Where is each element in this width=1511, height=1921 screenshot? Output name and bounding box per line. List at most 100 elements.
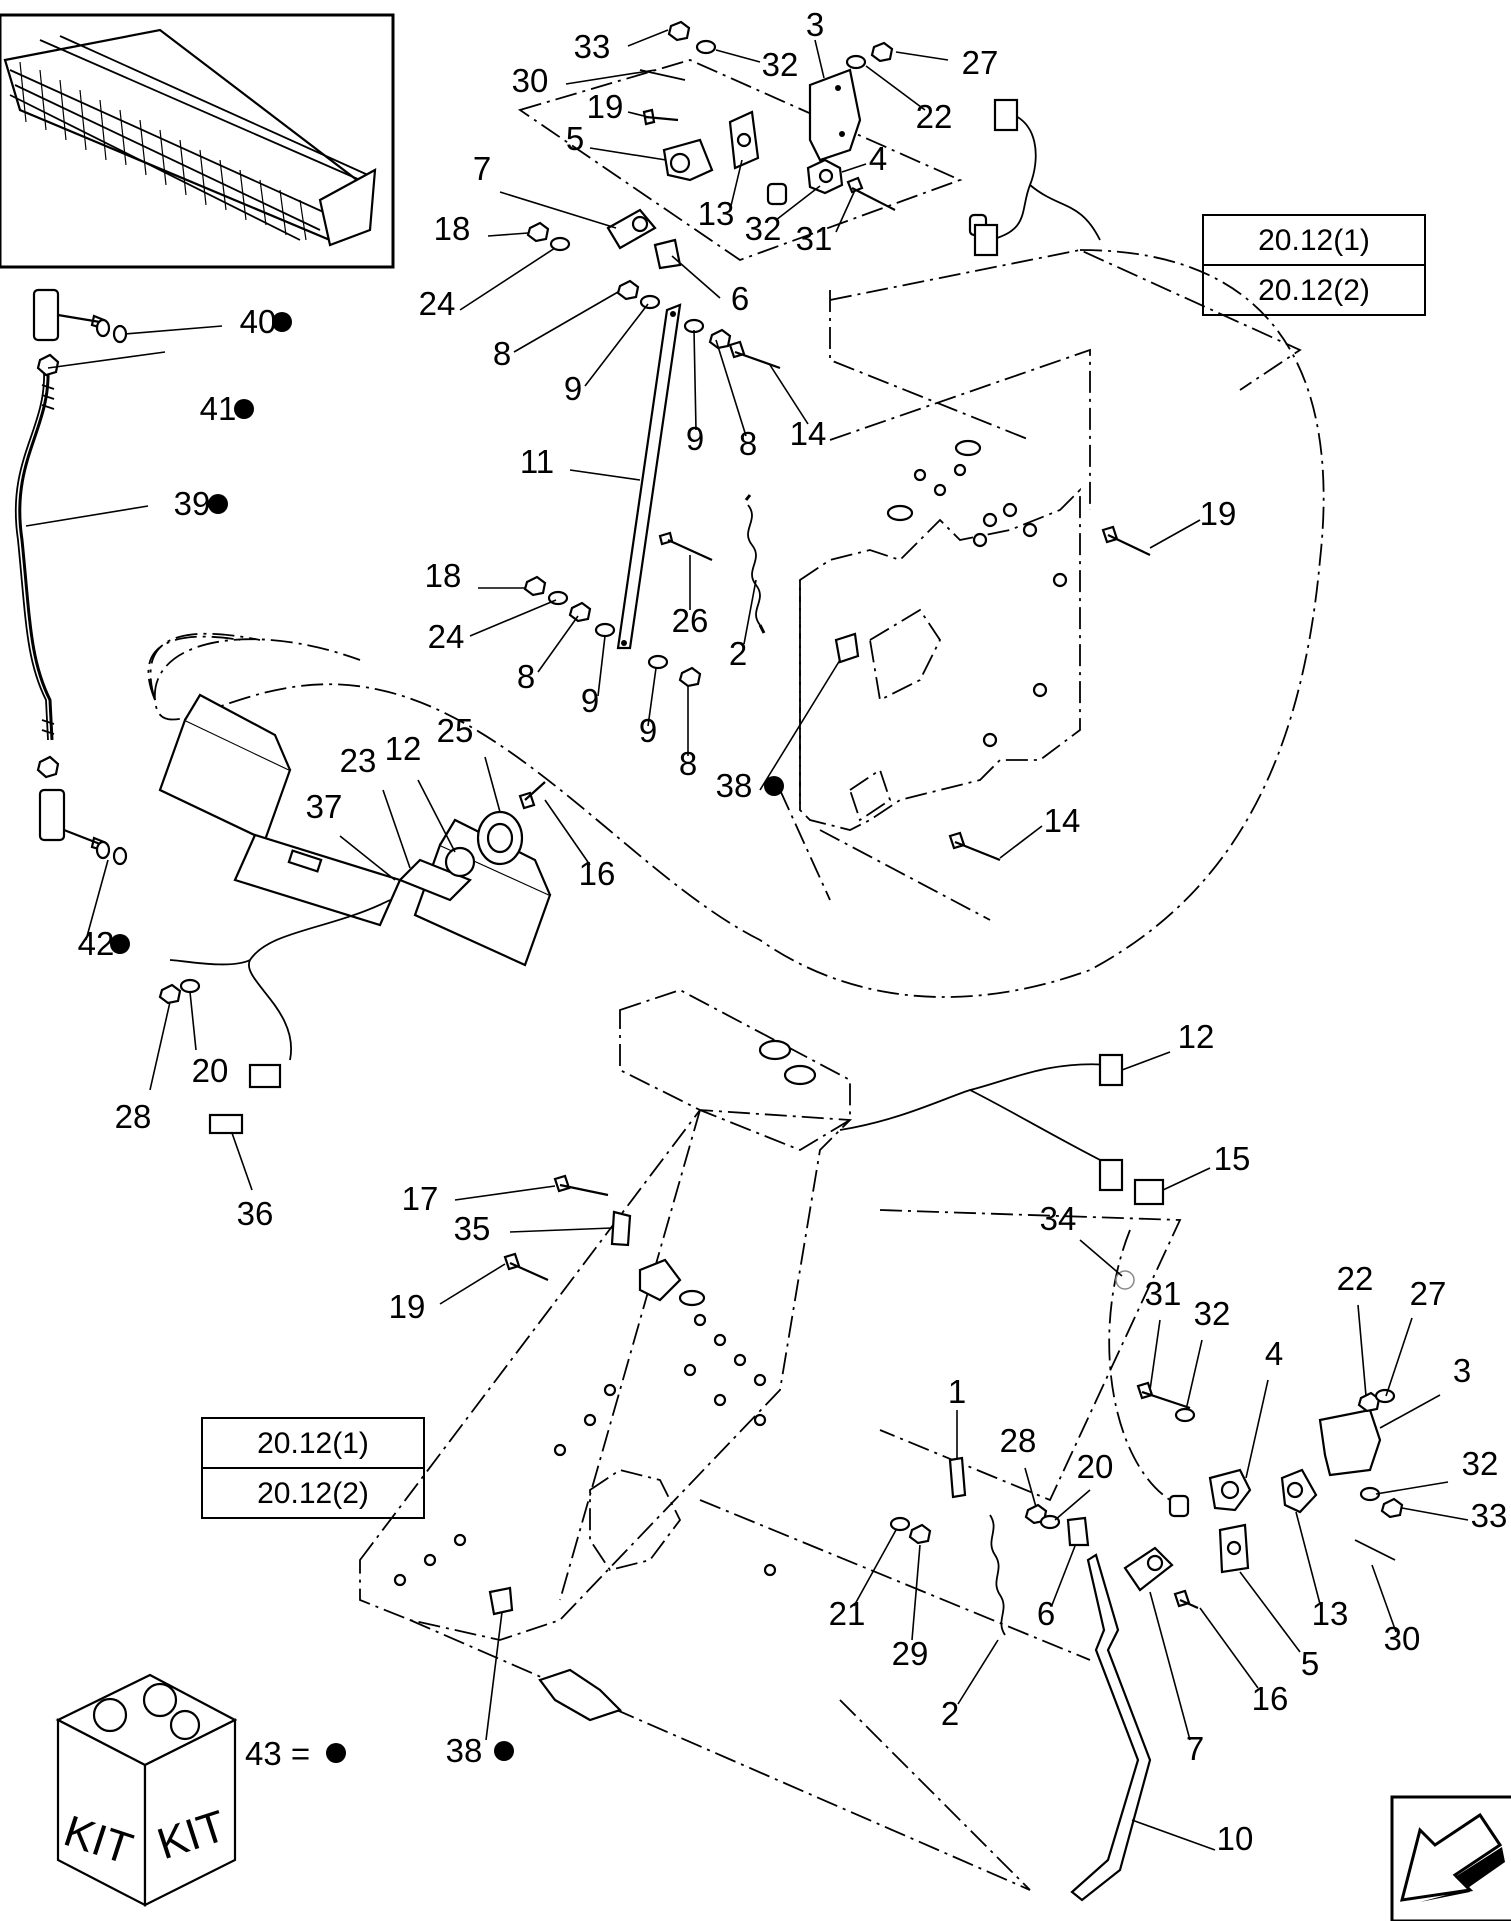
part-callout[interactable]: 9 [564,370,582,407]
part-callout[interactable]: 15 [1214,1140,1251,1177]
leader-line [149,1001,171,1091]
leader-line [775,185,821,221]
part-callout[interactable]: 19 [587,88,624,125]
part-callout[interactable]: 10 [1217,1820,1254,1857]
leader-line [231,1132,253,1191]
part-callout[interactable]: 42 [78,925,115,962]
part-callout[interactable]: 40 [240,303,277,340]
part-callout[interactable]: 22 [916,98,953,135]
leader-line [1199,1607,1259,1689]
leader-line [499,191,617,229]
part-callout[interactable]: 3 [806,6,824,43]
part-callout[interactable]: 28 [1000,1422,1037,1459]
leader-lines [25,29,1469,1851]
part-callout[interactable]: 19 [389,1288,426,1325]
part-callout[interactable]: 21 [829,1595,866,1632]
part-callout[interactable]: 24 [419,285,456,322]
part-callout[interactable]: 9 [581,682,599,719]
leader-line [759,659,841,791]
part-callout[interactable]: 1 [948,1373,966,1410]
part-callout[interactable]: 26 [672,602,709,639]
part-callout[interactable]: 16 [579,855,616,892]
part-callout[interactable]: 8 [679,745,697,782]
part-callout[interactable]: 34 [1040,1200,1077,1237]
part-callout[interactable]: 32 [1194,1295,1231,1332]
leader-line [627,29,669,47]
part-callout[interactable]: 29 [892,1635,929,1672]
part-callout[interactable]: 32 [1462,1445,1499,1482]
part-callout[interactable]: 6 [731,280,749,317]
part-callout[interactable]: 31 [796,220,833,257]
part-callout[interactable]: 22 [1337,1260,1374,1297]
leader-line [715,49,761,63]
part-callout[interactable]: 38 [446,1732,483,1769]
reference-box-top[interactable]: 20.12(1) 20.12(2) [1202,214,1426,316]
part-callout[interactable]: 13 [1312,1595,1349,1632]
part-callout[interactable]: 39 [174,485,211,522]
part-callout[interactable]: 18 [425,557,462,594]
reference-box-bottom[interactable]: 20.12(1) 20.12(2) [201,1417,425,1519]
part-callout[interactable]: 8 [517,658,535,695]
part-callout[interactable]: 18 [434,210,471,247]
part-callout[interactable]: 5 [566,120,584,157]
ref-bottom-line2: 20.12(2) [257,1477,369,1510]
part-callout[interactable]: 17 [402,1180,439,1217]
navigation-arrow[interactable] [1390,1795,1511,1921]
ref-top-line1: 20.12(1) [1258,224,1370,257]
leader-line [569,469,641,481]
part-callout[interactable]: 33 [1471,1497,1508,1534]
part-callout[interactable]: 4 [869,140,887,177]
part-callout[interactable]: 33 [574,28,611,65]
part-callout[interactable]: 41 [200,390,237,427]
part-callout[interactable]: 9 [686,420,704,457]
part-callout[interactable]: 8 [739,425,757,462]
part-callout[interactable]: 7 [1186,1730,1204,1767]
leader-line [485,1611,503,1741]
part-callout[interactable]: 7 [473,150,491,187]
part-callout[interactable]: 14 [790,415,827,452]
part-callout[interactable]: 31 [1145,1275,1182,1312]
part-callout[interactable]: 12 [385,730,422,767]
part-callout[interactable]: 19 [1200,495,1237,532]
part-callout[interactable]: 38 [716,767,753,804]
part-callout[interactable]: 8 [493,335,511,372]
part-callout[interactable]: 6 [1037,1595,1055,1632]
part-callout[interactable]: 27 [1410,1275,1447,1312]
part-callout[interactable]: 24 [428,618,465,655]
header-thumbnail [0,13,395,269]
part-callout[interactable]: 2 [941,1695,959,1732]
leader-line [715,339,747,437]
part-callout[interactable]: 20 [1077,1448,1114,1485]
part-callout[interactable]: 5 [1301,1645,1319,1682]
part-callout[interactable]: 32 [762,46,799,83]
leader-line [1379,1394,1441,1429]
kit-marker-dot [764,776,784,796]
leader-line [647,667,657,727]
part-callout[interactable]: 11 [520,443,554,480]
leader-line [743,579,757,645]
part-callout[interactable]: 13 [698,195,735,232]
leader-line [814,39,825,79]
part-callout[interactable]: 35 [454,1210,491,1247]
part-callout[interactable]: 3 [1453,1352,1471,1389]
part-callout[interactable]: 14 [1044,802,1081,839]
leader-line [589,147,667,161]
part-callout[interactable]: 27 [962,44,999,81]
part-callout[interactable]: 30 [1384,1620,1421,1657]
part-callout[interactable]: 12 [1178,1018,1215,1055]
part-callout[interactable]: 20 [192,1052,229,1089]
leader-line [454,1185,556,1201]
part-callout[interactable]: 4 [1265,1335,1283,1372]
part-callout[interactable]: 9 [639,712,657,749]
part-callout[interactable]: 37 [306,788,343,825]
leader-line [537,615,579,673]
part-callout[interactable]: 16 [1252,1680,1289,1717]
part-callout[interactable]: 30 [512,62,549,99]
part-callout[interactable]: 36 [237,1195,274,1232]
part-callout[interactable]: 28 [115,1098,152,1135]
part-callout[interactable]: 25 [437,712,474,749]
leader-line [671,255,721,299]
part-callout[interactable]: 32 [745,210,782,247]
part-callout[interactable]: 2 [729,635,747,672]
part-callout[interactable]: 23 [340,742,377,779]
